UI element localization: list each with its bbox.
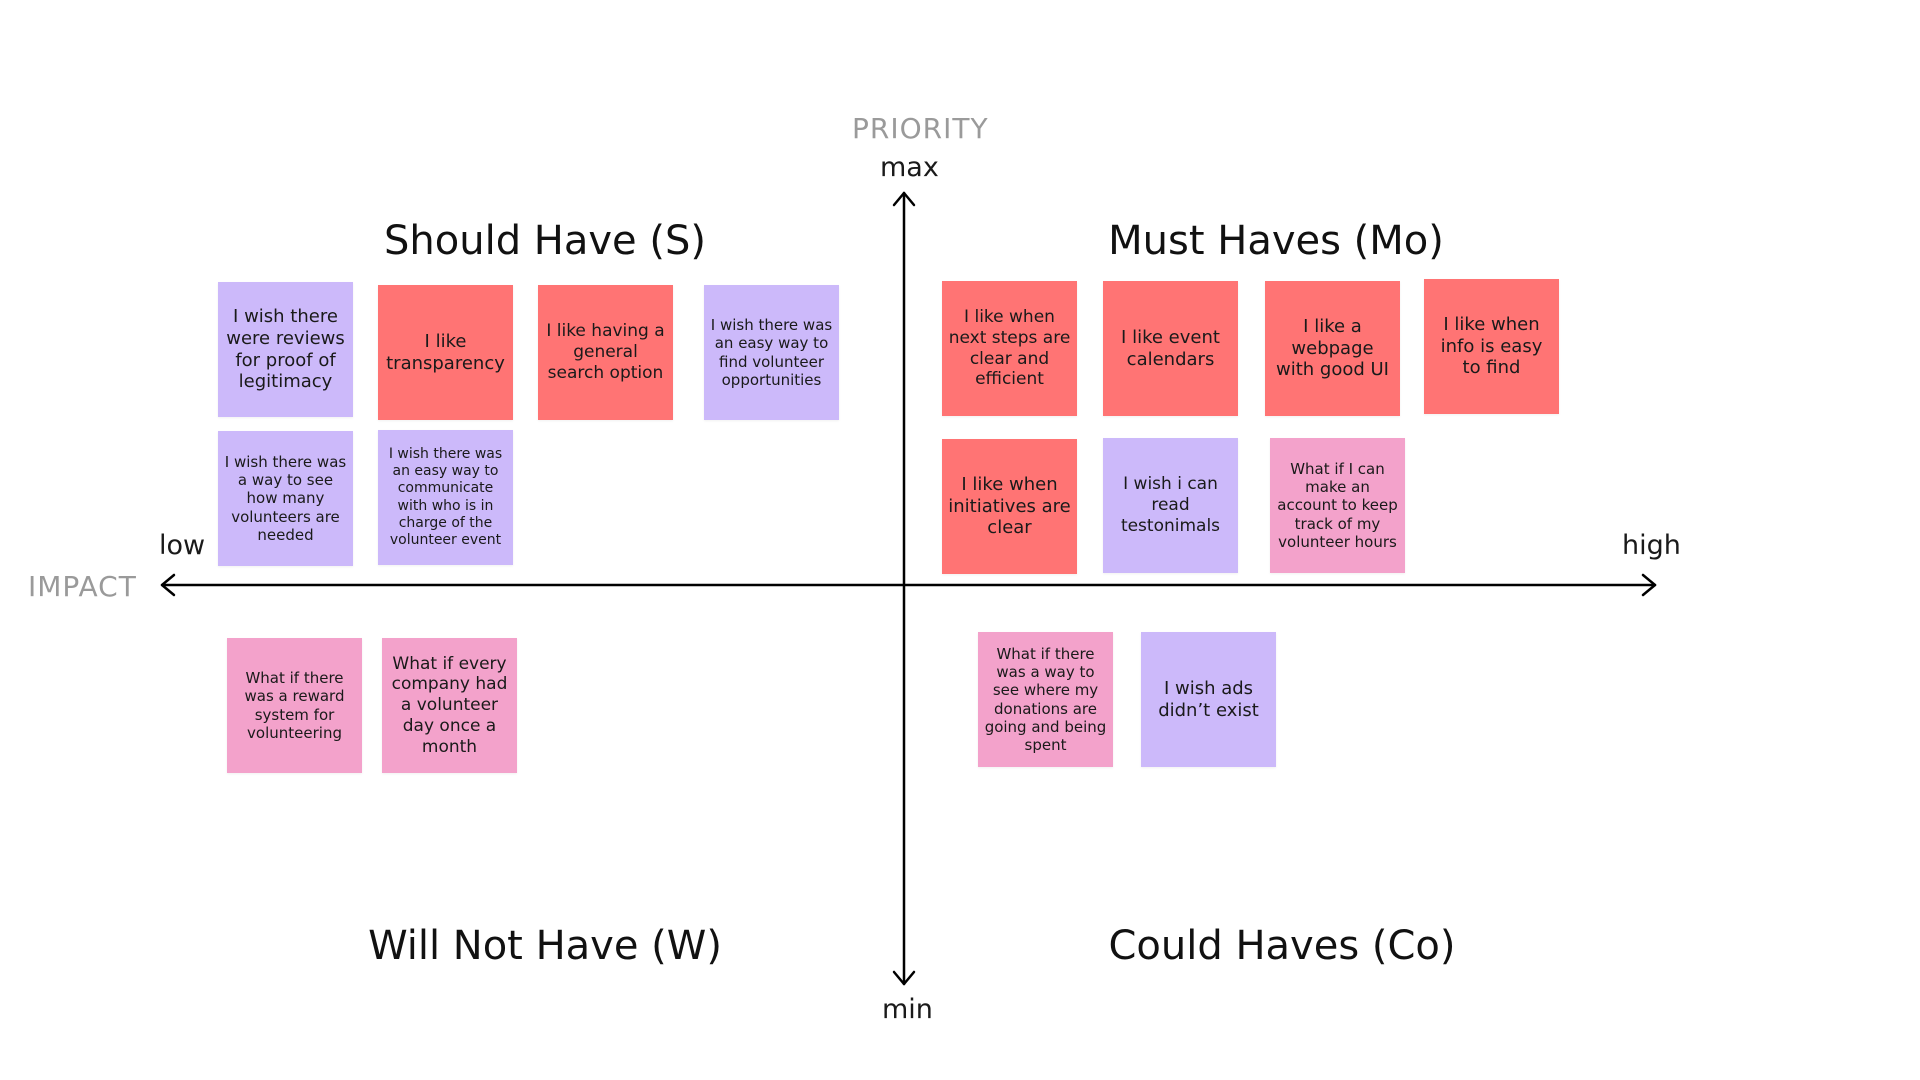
sticky-note[interactable]: I like event calendars bbox=[1103, 281, 1238, 416]
sticky-note[interactable]: What if there was a reward system for vo… bbox=[227, 638, 362, 773]
sticky-note[interactable]: I like transparency bbox=[378, 285, 513, 420]
sticky-note[interactable]: I wish there was a way to see how many v… bbox=[218, 431, 353, 566]
priority-axis-title: PRIORITY bbox=[852, 112, 989, 145]
quadrant-title-must-haves: Must Haves (Mo) bbox=[1108, 218, 1444, 264]
sticky-note[interactable]: I wish ads didn’t exist bbox=[1141, 632, 1276, 767]
sticky-note[interactable]: I wish there was an easy way to communic… bbox=[378, 430, 513, 565]
priority-max-label: max bbox=[880, 152, 939, 183]
sticky-note[interactable]: I like when next steps are clear and eff… bbox=[942, 281, 1077, 416]
sticky-note[interactable]: What if there was a way to see where my … bbox=[978, 632, 1113, 767]
note-text: I wish ads didn’t exist bbox=[1158, 677, 1259, 721]
note-text: What if every company had a volunteer da… bbox=[391, 653, 508, 757]
impact-high-label: high bbox=[1622, 530, 1681, 561]
note-text: I like transparency bbox=[386, 330, 505, 374]
sticky-note[interactable]: I like having a general search option bbox=[538, 285, 673, 420]
sticky-note[interactable]: I wish there was an easy way to find vol… bbox=[704, 285, 839, 420]
impact-low-label: low bbox=[159, 530, 206, 561]
sticky-note[interactable]: What if I can make an account to keep tr… bbox=[1270, 438, 1405, 573]
note-text: I like event calendars bbox=[1121, 326, 1220, 370]
note-text: I like when initiatives are clear bbox=[948, 473, 1071, 539]
sticky-note[interactable]: I like when info is easy to find bbox=[1424, 279, 1559, 414]
note-text: I wish there was an easy way to communic… bbox=[388, 446, 503, 548]
note-text: I wish there was an easy way to find vol… bbox=[710, 315, 833, 389]
impact-axis-arrow-left bbox=[160, 573, 176, 597]
sticky-note[interactable]: I wish there were reviews for proof of l… bbox=[218, 282, 353, 417]
note-text: I like having a general search option bbox=[546, 321, 665, 383]
sticky-note[interactable]: I wish i can read testonimals bbox=[1103, 438, 1238, 573]
impact-axis-title: IMPACT bbox=[28, 570, 137, 603]
quadrant-title-will-not-have: Will Not Have (W) bbox=[368, 923, 722, 969]
sticky-note[interactable]: I like a webpage with good UI bbox=[1265, 281, 1400, 416]
quadrant-title-should-have: Should Have (S) bbox=[384, 218, 706, 264]
note-text: I like when info is easy to find bbox=[1440, 313, 1543, 379]
note-text: I wish i can read testonimals bbox=[1120, 474, 1221, 536]
note-text: I like a webpage with good UI bbox=[1276, 315, 1389, 381]
sticky-note[interactable]: I like when initiatives are clear bbox=[942, 439, 1077, 574]
note-text: I wish there was a way to see how many v… bbox=[224, 452, 347, 544]
note-text: What if I can make an account to keep tr… bbox=[1277, 459, 1398, 551]
note-text: I like when next steps are clear and eff… bbox=[948, 307, 1071, 390]
note-text: I wish there were reviews for proof of l… bbox=[226, 305, 345, 393]
impact-axis-arrow-right bbox=[1641, 573, 1657, 597]
priority-axis-arrow-top bbox=[892, 191, 916, 207]
note-text: What if there was a way to see where my … bbox=[984, 644, 1107, 755]
sticky-note[interactable]: What if every company had a volunteer da… bbox=[382, 638, 517, 773]
quadrant-title-could-haves: Could Haves (Co) bbox=[1108, 923, 1456, 969]
note-text: What if there was a reward system for vo… bbox=[244, 668, 345, 742]
priority-min-label: min bbox=[882, 994, 933, 1025]
priority-axis-arrow-bottom bbox=[892, 970, 916, 986]
